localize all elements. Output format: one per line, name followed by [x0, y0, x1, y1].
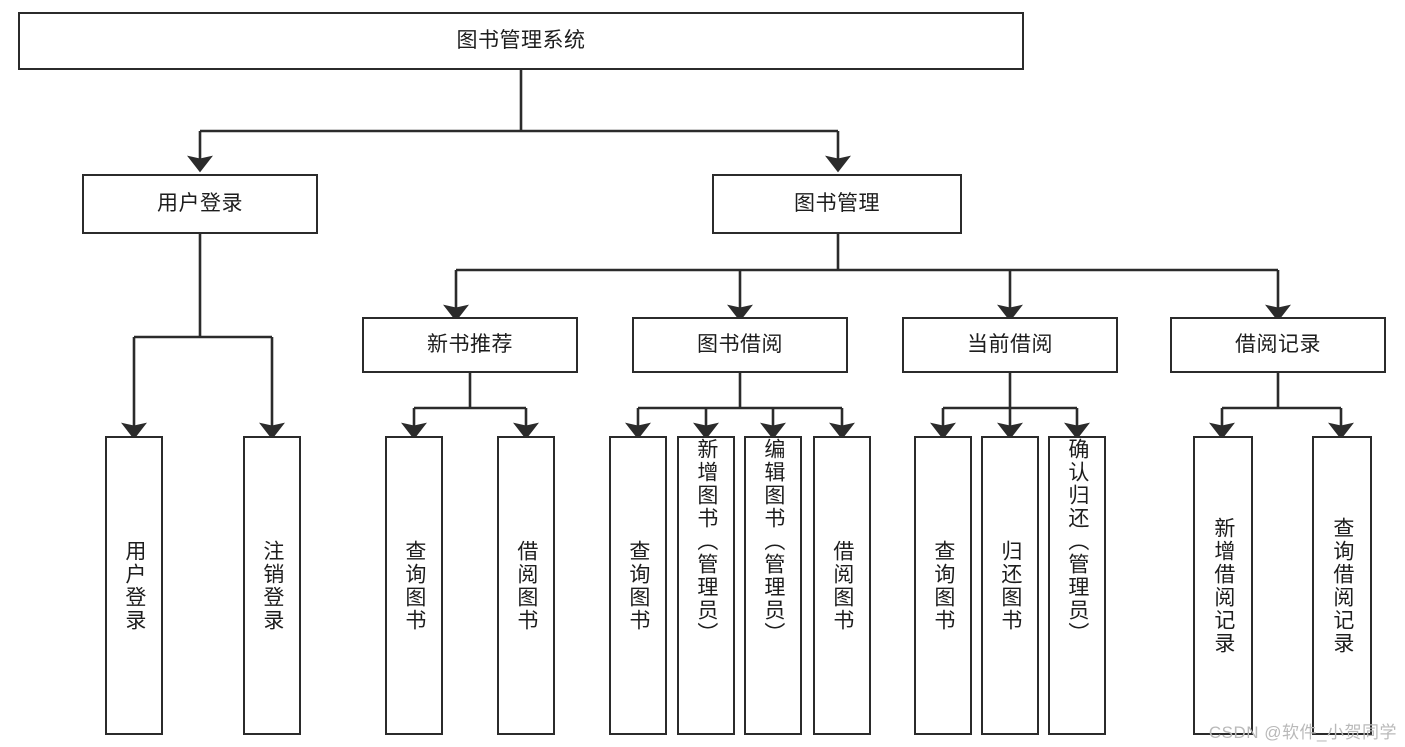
leaf-current-borrow-return[interactable]: 归还图书: [981, 436, 1039, 735]
node-root-label: 图书管理系统: [456, 28, 586, 52]
leaf-label: 归还图书: [998, 539, 1022, 632]
node-user-login[interactable]: 用户登录: [82, 174, 318, 234]
node-new-book-recommend-label: 新书推荐: [427, 332, 513, 356]
leaf-current-borrow-confirm-return[interactable]: 确认归还（管理员）: [1048, 436, 1106, 735]
leaf-label: 新增借阅记录: [1211, 516, 1235, 655]
leaf-label: 注销登录: [260, 539, 284, 632]
leaf-label: 借阅图书: [830, 539, 854, 632]
leaf-label: 编辑图书（管理员）: [761, 438, 785, 645]
leaf-current-borrow-query[interactable]: 查询图书: [914, 436, 972, 735]
node-borrow-record[interactable]: 借阅记录: [1170, 317, 1386, 373]
leaf-new-book-borrow[interactable]: 借阅图书: [497, 436, 555, 735]
leaf-label: 新增图书（管理员）: [694, 438, 718, 645]
leaf-borrow-record-query[interactable]: 查询借阅记录: [1312, 436, 1372, 735]
leaf-user-login-signin[interactable]: 用户登录: [105, 436, 163, 735]
leaf-book-borrow-lend[interactable]: 借阅图书: [813, 436, 871, 735]
node-user-login-label: 用户登录: [157, 191, 243, 215]
node-book-borrow-label: 图书借阅: [697, 332, 783, 356]
node-current-borrow-label: 当前借阅: [967, 332, 1053, 356]
leaf-user-login-signout[interactable]: 注销登录: [243, 436, 301, 735]
node-new-book-recommend[interactable]: 新书推荐: [362, 317, 578, 373]
node-book-borrow[interactable]: 图书借阅: [632, 317, 848, 373]
leaf-new-book-query[interactable]: 查询图书: [385, 436, 443, 735]
leaf-book-borrow-edit[interactable]: 编辑图书（管理员）: [744, 436, 802, 735]
leaf-label: 查询图书: [626, 539, 650, 632]
node-book-management-label: 图书管理: [794, 191, 880, 215]
leaf-label: 借阅图书: [514, 539, 538, 632]
leaf-book-borrow-query[interactable]: 查询图书: [609, 436, 667, 735]
leaf-label: 查询借阅记录: [1330, 516, 1354, 655]
node-borrow-record-label: 借阅记录: [1235, 332, 1321, 356]
leaf-book-borrow-add[interactable]: 新增图书（管理员）: [677, 436, 735, 735]
node-root[interactable]: 图书管理系统: [18, 12, 1024, 70]
leaf-label: 用户登录: [122, 539, 146, 632]
leaf-borrow-record-add[interactable]: 新增借阅记录: [1193, 436, 1253, 735]
leaf-label: 查询图书: [931, 539, 955, 632]
node-book-management[interactable]: 图书管理: [712, 174, 962, 234]
leaf-label: 查询图书: [402, 539, 426, 632]
watermark: CSDN @软件_小贺同学: [1208, 723, 1397, 742]
node-current-borrow[interactable]: 当前借阅: [902, 317, 1118, 373]
leaf-label: 确认归还（管理员）: [1065, 438, 1089, 645]
